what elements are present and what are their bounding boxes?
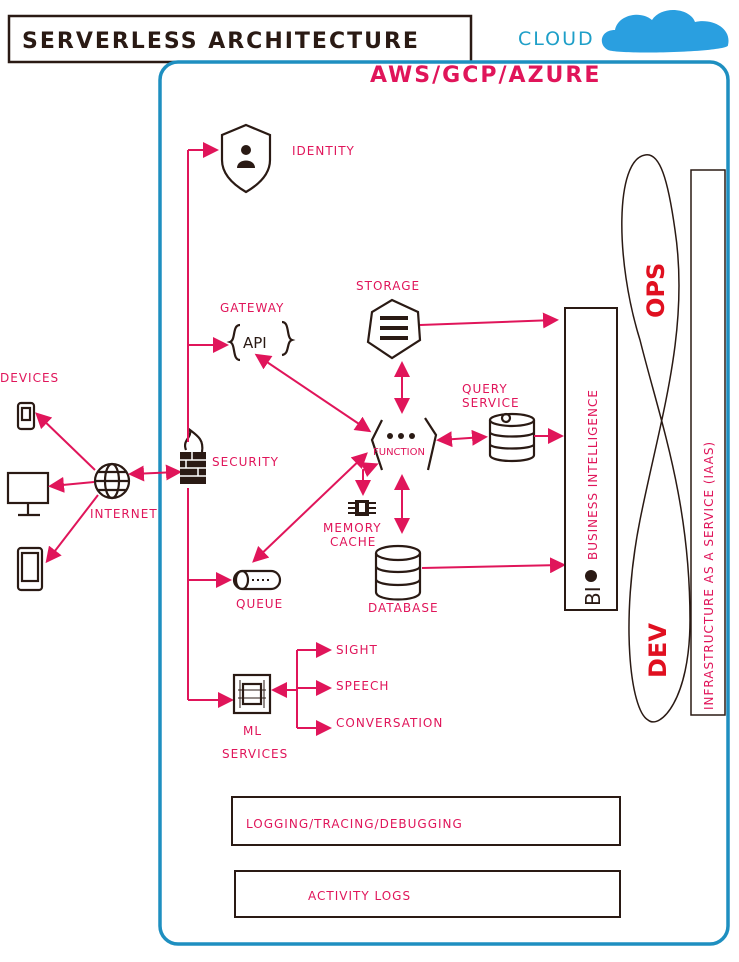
security-label: SECURITY — [212, 455, 279, 469]
iaas-box: INFRASTRUCTURE AS A SERVICE (IAAS) — [690, 169, 726, 716]
ml-services-label-1: ML — [243, 724, 262, 738]
magnifier-icon — [585, 570, 597, 582]
business-intelligence-box: BUSINESS INTELLIGENCE BI — [564, 307, 618, 611]
bi-short-label: BI — [581, 586, 605, 606]
cloud-icon — [601, 10, 729, 53]
memory-chip-icon — [348, 500, 376, 516]
title-box: SERVERLESS ARCHITECTURE — [7, 14, 473, 64]
ops-label: OPS — [642, 263, 670, 318]
providers-label: AWS/GCP/AZURE — [370, 63, 601, 88]
api-gateway-icon: API — [226, 320, 296, 362]
monitor-icon — [6, 471, 50, 517]
arrow-internet-monitor — [48, 476, 95, 493]
function-icon: FUNCTION — [370, 417, 438, 471]
api-label: API — [243, 334, 267, 352]
devices-label: DEVICES — [0, 371, 59, 385]
tablet-icon — [16, 546, 44, 592]
arrow-api-function — [254, 353, 372, 433]
query-database-icon — [488, 412, 536, 463]
arrow-database-bi — [421, 557, 566, 574]
cloud-provider-frame — [158, 60, 730, 946]
database-label: DATABASE — [368, 601, 439, 615]
internet-label: INTERNET — [90, 507, 158, 521]
query-service-label-2: SERVICE — [462, 396, 520, 410]
phone-icon — [16, 401, 36, 431]
ml-chip-icon — [232, 673, 272, 715]
title: SERVERLESS ARCHITECTURE — [22, 29, 420, 54]
queue-label: QUEUE — [236, 597, 283, 611]
identity-label: IDENTITY — [292, 144, 355, 158]
activity-logs-label: ACTIVITY LOGS — [308, 889, 411, 903]
sight-label: SIGHT — [336, 643, 378, 657]
conversation-label: CONVERSATION — [336, 716, 443, 730]
gateway-label: GATEWAY — [220, 301, 284, 315]
iaas-label: INFRASTRUCTURE AS A SERVICE (IAAS) — [702, 441, 716, 710]
memory-cache-label-1: MEMORY — [323, 521, 382, 535]
logging-label: LOGGING/TRACING/DEBUGGING — [246, 817, 463, 831]
arrow-internet-security — [128, 464, 182, 482]
arrow-internet-tablet — [45, 494, 99, 564]
queue-icon — [232, 569, 282, 591]
storage-label: STORAGE — [356, 279, 420, 293]
trunk-line — [187, 150, 215, 701]
globe-icon — [93, 462, 131, 500]
arrow-cache-function — [355, 462, 379, 496]
dev-label: DEV — [644, 623, 672, 678]
arrow-function-query — [436, 429, 488, 448]
activity-logs-bar: ACTIVITY LOGS — [234, 870, 621, 918]
function-label: FUNCTION — [373, 447, 425, 458]
firewall-icon — [180, 427, 206, 484]
arrow-internet-phone — [35, 412, 96, 471]
cloud-label: CLOUD — [518, 28, 595, 50]
storage-icon — [366, 298, 422, 360]
speech-label: SPEECH — [336, 679, 389, 693]
query-service-label-1: QUERY — [462, 382, 508, 396]
devops-loop: OPS DEV — [621, 154, 691, 723]
database-icon — [374, 544, 422, 601]
shield-user-icon — [220, 123, 272, 194]
ml-services-label-2: SERVICES — [222, 747, 288, 761]
memory-cache-label-2: CACHE — [330, 535, 376, 549]
bi-label: BUSINESS INTELLIGENCE — [586, 389, 600, 560]
logging-bar: LOGGING/TRACING/DEBUGGING — [231, 796, 621, 846]
arrow-queue-function — [252, 452, 368, 563]
arrow-storage-bi — [419, 312, 559, 329]
